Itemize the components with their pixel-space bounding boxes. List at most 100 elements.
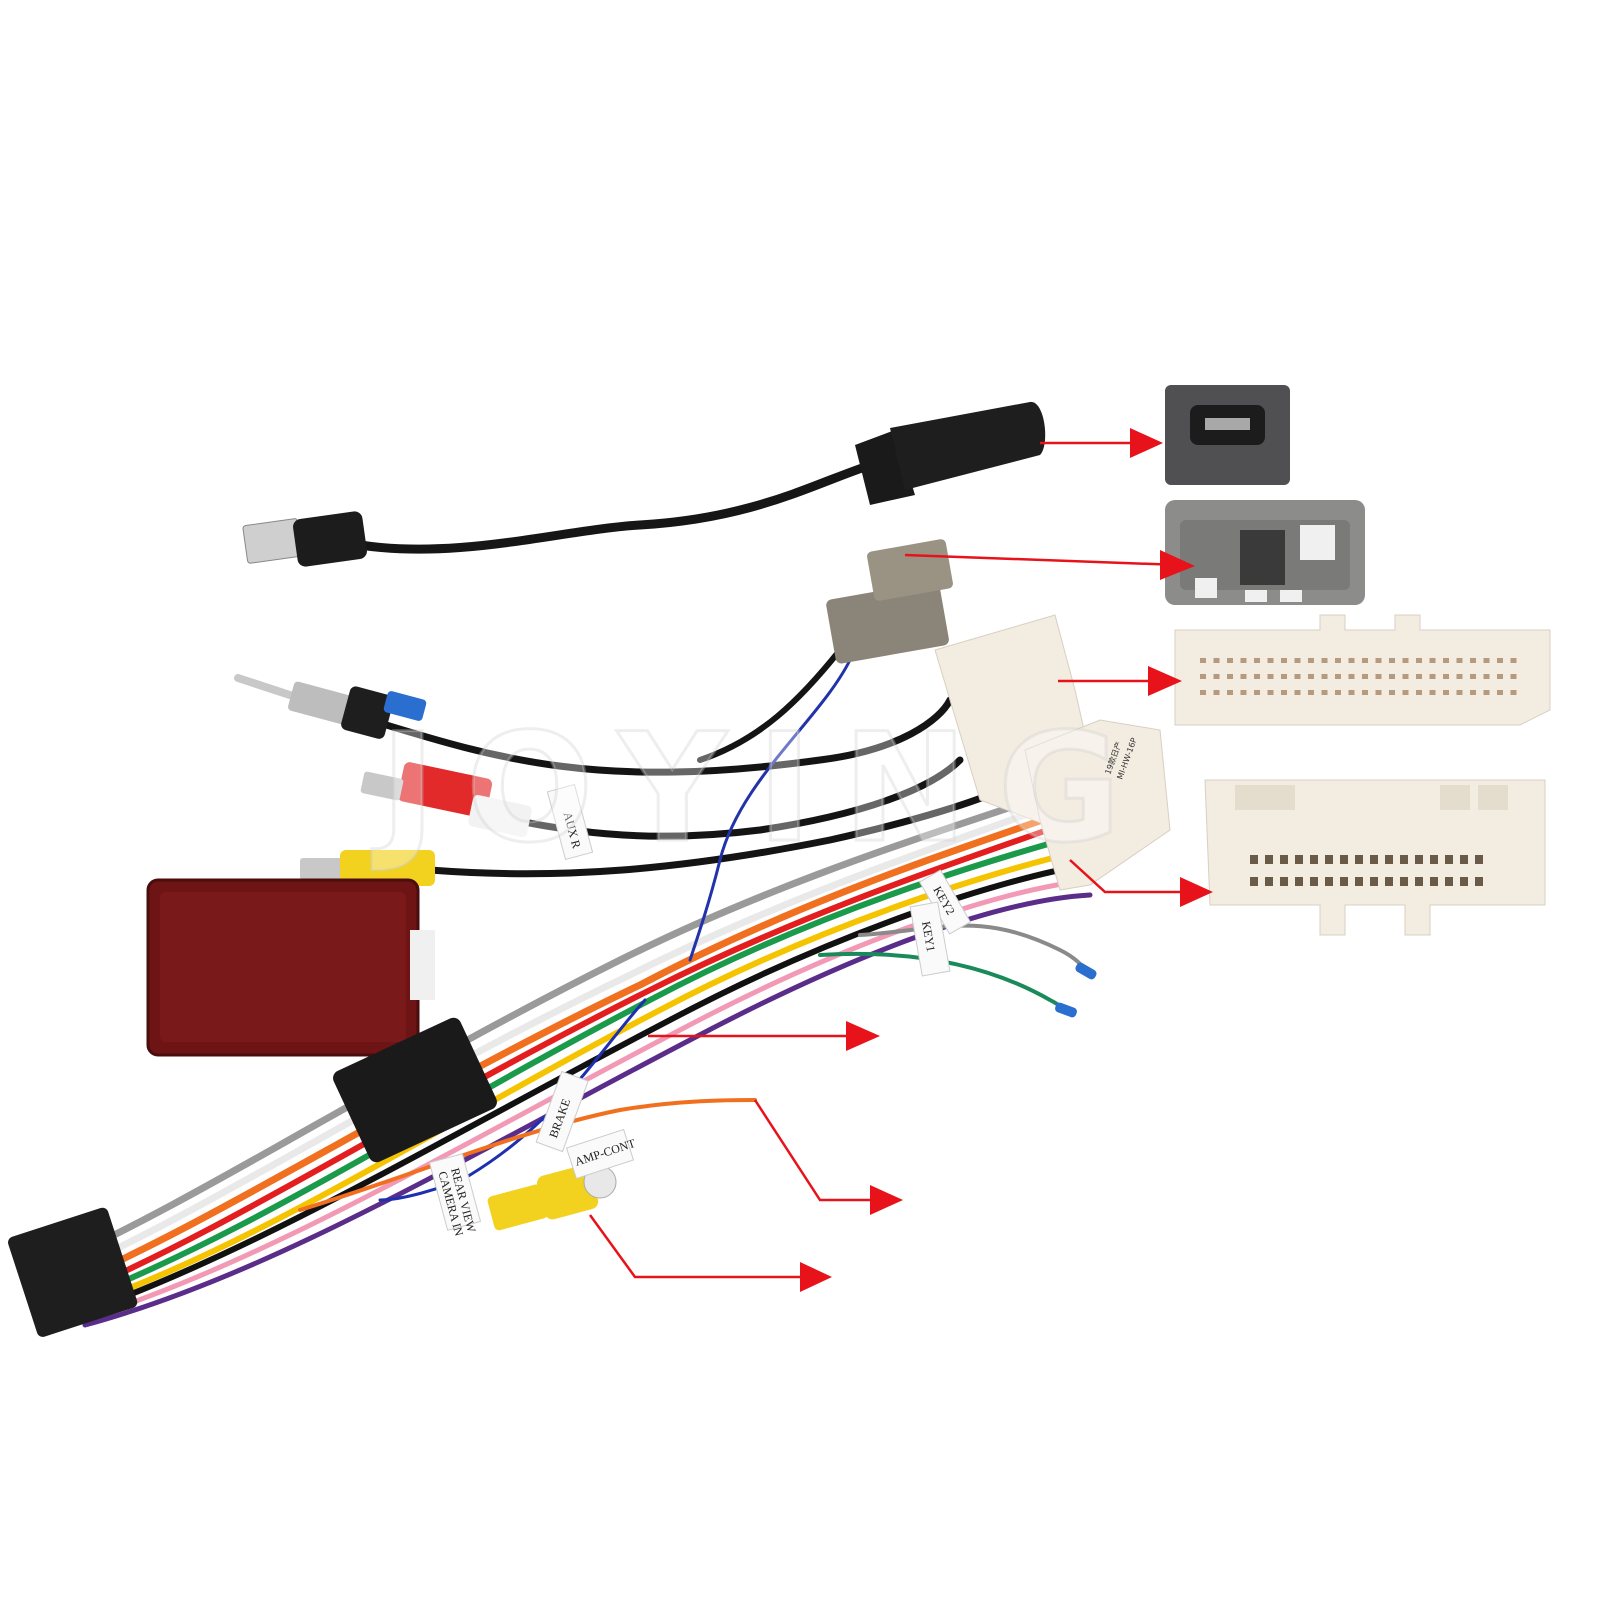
connector-pin	[1340, 855, 1348, 864]
connector-pin	[1362, 658, 1368, 663]
connector-pin	[1308, 658, 1314, 663]
canbus-decoder-box	[146, 878, 435, 1057]
connector-pin	[1321, 674, 1328, 679]
connector-pin	[1281, 674, 1287, 679]
connector-pin	[1510, 674, 1517, 679]
rca-plug-icon	[360, 762, 532, 837]
connector-pin	[1348, 658, 1355, 663]
connector-pin	[1267, 674, 1274, 679]
connector-pin	[1265, 855, 1273, 864]
connector-pin	[1335, 658, 1341, 663]
connector-pin	[1295, 877, 1303, 886]
connector-pin	[1510, 690, 1517, 695]
connector-pin	[1400, 855, 1408, 864]
connector-pin	[1321, 658, 1328, 663]
arrow-icon	[904, 550, 1195, 580]
connector-pin	[1281, 690, 1287, 695]
connector-pin	[1308, 690, 1314, 695]
wire-tag-rear-view-camera-in: REAR VIEW CAMERA IN	[428, 1153, 482, 1238]
connector-pin	[1240, 674, 1247, 679]
connector-pin	[1443, 690, 1449, 695]
connector-pin	[1348, 674, 1355, 679]
connector-pin	[1280, 855, 1288, 864]
connector-pin	[1240, 658, 1247, 663]
connector-pin	[1460, 855, 1468, 864]
connector-pin	[1402, 674, 1409, 679]
usb-cable	[242, 401, 1046, 567]
connector-pin	[1370, 855, 1378, 864]
connector-pin	[1280, 877, 1288, 886]
connector-pin	[1370, 877, 1378, 886]
connector-pin	[1310, 877, 1318, 886]
black-connector-middle	[333, 1017, 497, 1163]
connector-pin	[1240, 690, 1247, 695]
usb-plug-icon	[242, 511, 367, 567]
pointer-arrows	[588, 428, 1213, 1292]
connector-pin	[1445, 877, 1453, 886]
connector-pin	[1510, 658, 1517, 663]
connector-pin	[1429, 658, 1436, 663]
connector-pin	[1294, 658, 1301, 663]
arrow-icon	[753, 1099, 903, 1215]
watermark: JOYING	[371, 702, 1151, 876]
connector-pins	[1200, 658, 1517, 695]
grey-connector-small	[826, 539, 953, 664]
connector-pin	[1227, 690, 1233, 695]
connector-pin	[1389, 674, 1395, 679]
mini-usb-socket	[1165, 385, 1290, 485]
connector-pin	[1265, 877, 1273, 886]
connector-pin	[1294, 674, 1301, 679]
connector-pin	[1416, 690, 1422, 695]
arrow-icon	[1069, 859, 1213, 907]
connector-pin	[1362, 674, 1368, 679]
connector-pin	[1470, 674, 1476, 679]
connector-pin	[1294, 690, 1301, 695]
connector-pin	[1375, 658, 1382, 663]
connector-pin	[1475, 877, 1483, 886]
antenna-plug-icon	[234, 674, 427, 739]
connector-pin	[1325, 855, 1333, 864]
connector-pin	[1456, 674, 1463, 679]
connector-pin	[1429, 674, 1436, 679]
connector-pin	[1415, 877, 1423, 886]
connector-pin	[1416, 658, 1422, 663]
connector-pin	[1402, 658, 1409, 663]
connector-pin	[1475, 855, 1483, 864]
connector-pin	[1310, 855, 1318, 864]
white-connector-large	[1174, 614, 1551, 726]
connector-pin	[1340, 877, 1348, 886]
connector-pin	[1497, 658, 1503, 663]
connector-pin	[1385, 877, 1393, 886]
wire-tag-key1: KEY1	[909, 901, 951, 977]
connector-pin	[1227, 674, 1233, 679]
connector-pin	[1335, 690, 1341, 695]
connector-pin	[1321, 690, 1328, 695]
connector-pin	[1389, 658, 1395, 663]
connector-pin	[1445, 855, 1453, 864]
wire-end-caps	[1055, 962, 1097, 1018]
connector-pin	[1483, 658, 1490, 663]
connector-pins	[1250, 855, 1483, 886]
arrow-icon	[1058, 666, 1182, 696]
connector-pin	[1460, 877, 1468, 886]
connector-pin	[1308, 674, 1314, 679]
rca-plug-icon	[300, 850, 435, 886]
wire-tag-aux-r: AUX R	[546, 783, 594, 861]
black-connector-end	[8, 1207, 138, 1337]
connector-pin	[1456, 658, 1463, 663]
connector-pin	[1213, 674, 1220, 679]
connector-pin	[1483, 674, 1490, 679]
connector-pin	[1335, 674, 1341, 679]
connector-pin	[1348, 690, 1355, 695]
connector-pin	[1443, 658, 1449, 663]
wire-tag-brake: BRAKE	[535, 1070, 589, 1153]
connector-pin	[1200, 674, 1206, 679]
grey-usb-connector	[1165, 500, 1365, 605]
connector-pin	[1429, 690, 1436, 695]
connector-pin	[1200, 690, 1206, 695]
connector-pin	[1389, 690, 1395, 695]
white-plug-large: 19款日产 MI-HW-16P	[934, 614, 1171, 891]
connector-pin	[1385, 855, 1393, 864]
connector-pin	[1281, 658, 1287, 663]
